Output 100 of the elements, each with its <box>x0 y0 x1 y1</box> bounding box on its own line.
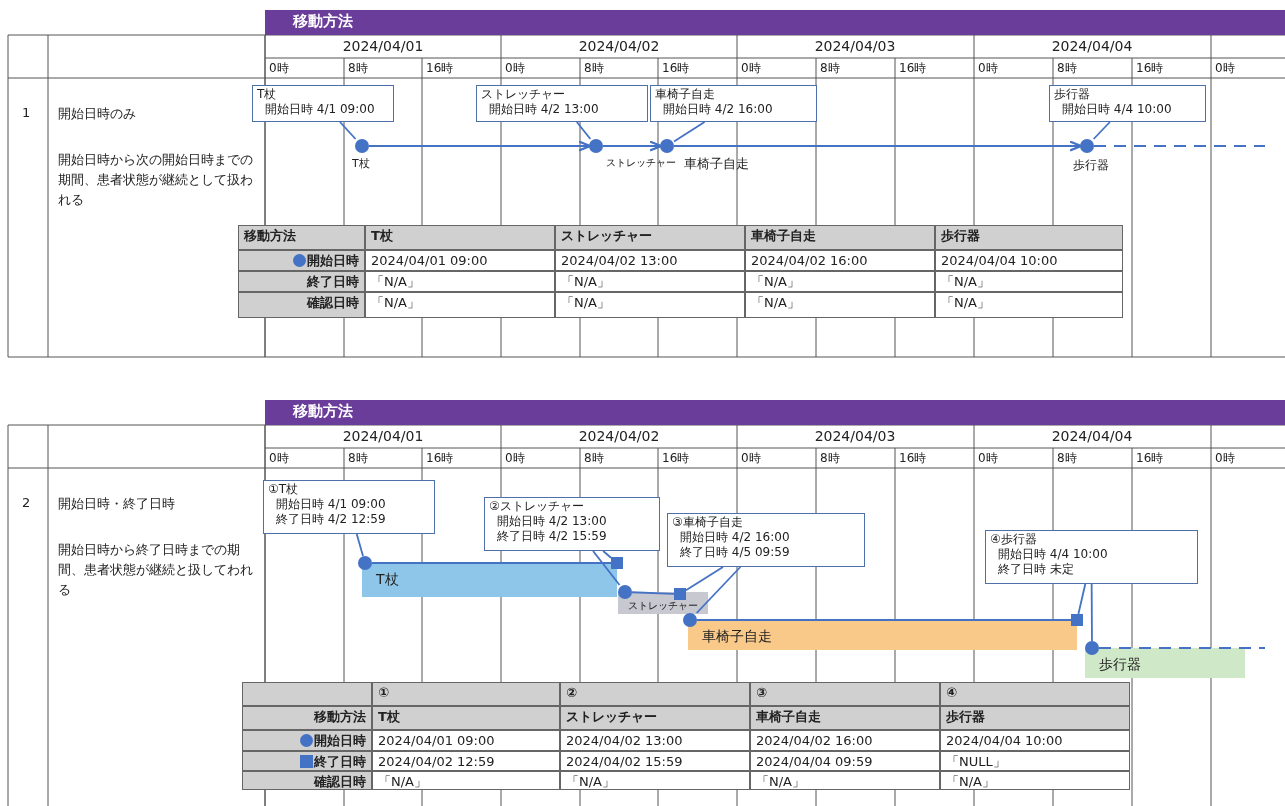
table-cell: 「N/A」 <box>560 771 750 790</box>
table-cell: 「N/A」 <box>935 271 1123 292</box>
timeline-line <box>696 619 1072 621</box>
hour-label: 0時 <box>741 450 762 467</box>
leader-line <box>673 121 706 143</box>
callout-box <box>1049 85 1206 122</box>
table-header-cell: 確認日時 <box>242 771 372 790</box>
table-cell: 2024/04/04 10:00 <box>940 730 1130 751</box>
hour-label: 0時 <box>269 450 290 467</box>
date-label: 2024/04/02 <box>577 37 661 56</box>
bar-label: ストレッチャー <box>628 600 698 612</box>
leader-line <box>1077 583 1087 615</box>
hour-label: 16時 <box>662 450 691 467</box>
table-cell: 「N/A」 <box>940 771 1130 790</box>
table-cell: 「N/A」 <box>745 271 935 292</box>
table-header-cell: 移動方法 <box>242 706 372 730</box>
hour-label: 0時 <box>978 60 999 77</box>
table-header-cell: 歩行器 <box>940 706 1130 730</box>
hour-label: 16時 <box>1136 450 1165 467</box>
hour-label: 8時 <box>348 450 369 467</box>
table-header-cell: 終了日時 <box>238 271 365 292</box>
marker-label: 歩行器 <box>1073 157 1109 174</box>
leader-line <box>1090 583 1093 642</box>
hour-label: 0時 <box>505 60 526 77</box>
callout-box <box>650 85 817 122</box>
hour-label: 8時 <box>820 450 841 467</box>
timeline-bar <box>688 620 1077 650</box>
callout-text: 終了日時 未定 <box>997 562 1075 577</box>
header-bar: 移動方法 <box>265 10 1285 35</box>
hour-label: 0時 <box>741 60 762 77</box>
table-cell: 2024/04/01 09:00 <box>365 250 555 271</box>
dashed-line <box>1098 647 1266 649</box>
hour-label: 8時 <box>1057 60 1078 77</box>
table-header-cell: ④ <box>940 682 1130 706</box>
hour-label: 0時 <box>269 60 290 77</box>
table-header-cell: T杖 <box>372 706 560 730</box>
callout-box <box>263 480 435 534</box>
table-header-cell: ② <box>560 682 750 706</box>
leader-line <box>575 121 592 140</box>
callout-text: 開始日時 4/2 13:00 <box>496 514 608 529</box>
callout-text: 開始日時 4/2 13:00 <box>488 102 600 117</box>
bar-label: 歩行器 <box>1099 656 1141 672</box>
callout-text: ①T杖 <box>268 482 300 497</box>
hour-label: 0時 <box>505 450 526 467</box>
bar-label: T杖 <box>376 571 399 587</box>
marker-label: T杖 <box>352 156 370 171</box>
row-number: 1 <box>22 105 32 122</box>
callout-box <box>667 513 865 567</box>
table-cell: 2024/04/02 16:00 <box>750 730 940 751</box>
table-header-cell: ストレッチャー <box>560 706 750 730</box>
hour-label: 16時 <box>426 60 455 77</box>
callout-text: 開始日時 4/2 16:00 <box>679 530 791 545</box>
callout-text: ④歩行器 <box>990 532 1038 547</box>
table-header-cell: 車椅子自走 <box>750 706 940 730</box>
callout-text: 車椅子自走 <box>655 87 716 102</box>
row-heading: 開始日時・終了日時 <box>58 495 176 513</box>
callout-box <box>476 85 648 122</box>
leader-line <box>685 566 724 592</box>
callout-text: 開始日時 4/1 09:00 <box>275 497 387 512</box>
date-label: 2024/04/04 <box>1050 37 1134 56</box>
hour-label: 0時 <box>978 450 999 467</box>
callout-text: 開始日時 4/4 10:00 <box>997 547 1109 562</box>
timeline-line <box>631 591 675 595</box>
table-header-cell: ストレッチャー <box>555 225 745 250</box>
hour-label: 16時 <box>899 450 928 467</box>
timeline-bar <box>1085 648 1245 678</box>
arrow <box>602 140 663 152</box>
table-header-cell: 歩行器 <box>935 225 1123 250</box>
callout-text: ③車椅子自走 <box>672 515 744 530</box>
table-cell: 2024/04/02 16:00 <box>745 250 935 271</box>
table-cell: 「N/A」 <box>372 771 560 790</box>
hour-label: 8時 <box>820 60 841 77</box>
callout-text: 開始日時 4/4 10:00 <box>1061 102 1173 117</box>
hour-label: 16時 <box>426 450 455 467</box>
callout-box <box>484 497 660 551</box>
table-cell: 「N/A」 <box>745 292 935 318</box>
hour-label: 8時 <box>584 450 605 467</box>
table-header-cell: T杖 <box>365 225 555 250</box>
date-label: 2024/04/03 <box>813 427 897 446</box>
callout-text: T杖 <box>257 87 278 102</box>
table-cell: 「NULL」 <box>940 751 1130 771</box>
row-description: 開始日時から次の開始日時までの期間、患者状態が継続として扱われる <box>58 151 253 209</box>
callout-text: ストレッチャー <box>481 87 566 102</box>
dashed-line <box>1093 145 1266 147</box>
row-heading: 開始日時のみ <box>58 105 137 123</box>
hour-label: 8時 <box>584 60 605 77</box>
table-header-cell: 開始日時 <box>242 730 372 751</box>
table-cell: 「N/A」 <box>555 271 745 292</box>
date-label: 2024/04/03 <box>813 37 897 56</box>
callout-box <box>252 85 394 122</box>
arrow <box>673 140 1083 152</box>
callout-text: 歩行器 <box>1054 87 1091 102</box>
callout-text: 終了日時 4/5 09:59 <box>679 545 791 560</box>
callout-text: 開始日時 4/1 09:00 <box>264 102 376 117</box>
date-label: 2024/04/04 <box>1050 427 1134 446</box>
arrow <box>368 140 592 152</box>
table-cell: 「N/A」 <box>365 292 555 318</box>
marker-label: ストレッチャー <box>606 156 676 170</box>
table-header-cell: 移動方法 <box>238 225 365 250</box>
timeline-line <box>371 562 612 564</box>
